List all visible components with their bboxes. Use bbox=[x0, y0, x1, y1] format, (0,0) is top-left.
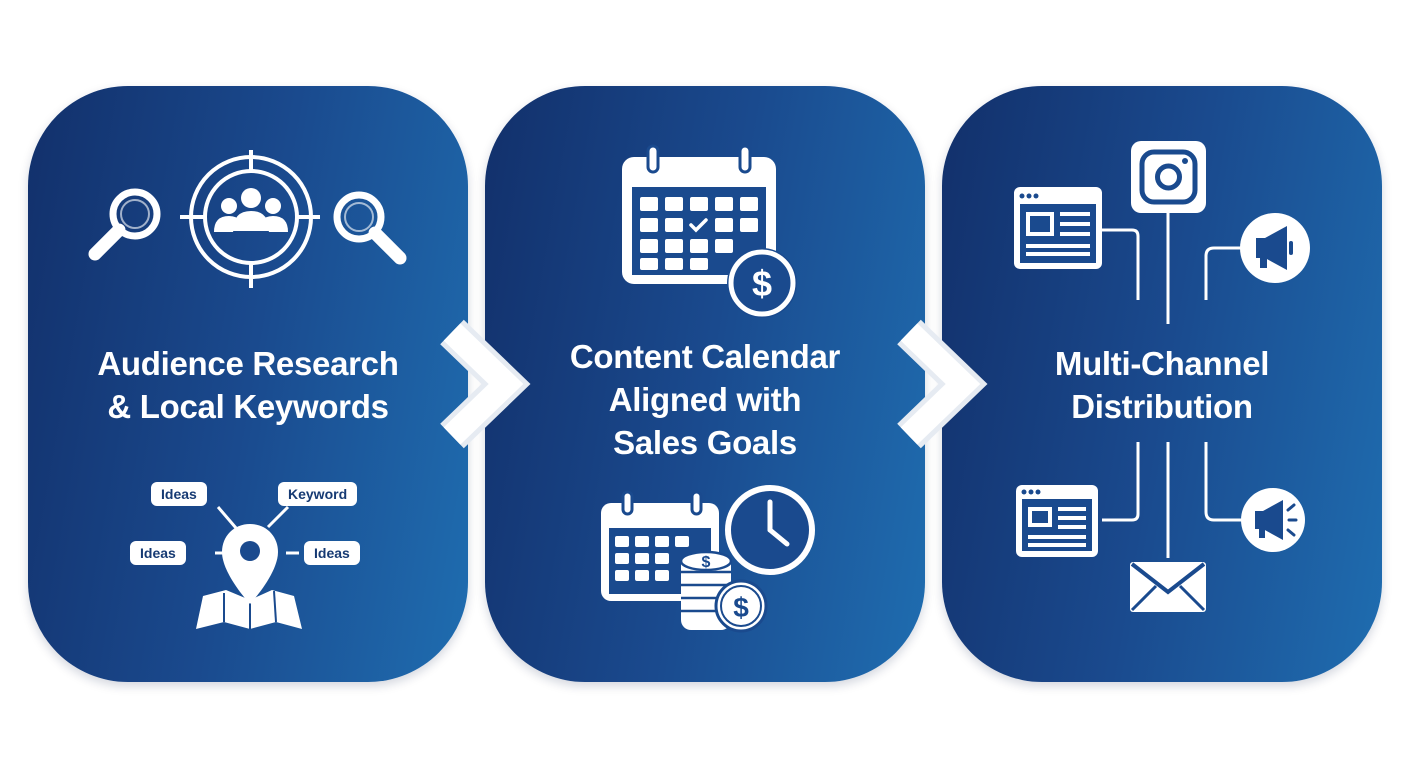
step-title-line: Distribution bbox=[1071, 388, 1253, 425]
browser-window-icon bbox=[1014, 187, 1102, 269]
step-title-line: Aligned with bbox=[608, 381, 802, 418]
dollar-coin-icon: $ bbox=[727, 248, 797, 318]
instagram-icon bbox=[1131, 141, 1206, 213]
step-title-line: Audience Research bbox=[97, 345, 399, 382]
magnifier-icon bbox=[333, 191, 407, 265]
step-card-content-calendar: $ bbox=[485, 86, 925, 682]
channel-connectors bbox=[1102, 212, 1247, 558]
keyword-bubble: Keyword bbox=[278, 482, 358, 506]
keyword-bubble: Ideas bbox=[130, 541, 186, 565]
clock-icon bbox=[725, 485, 815, 575]
keyword-bubble: Ideas bbox=[304, 541, 360, 565]
step-title: Content Calendar Aligned with Sales Goal… bbox=[485, 335, 925, 464]
step-title-line: & Local Keywords bbox=[107, 388, 389, 425]
magnifier-icon bbox=[88, 188, 161, 261]
svg-text:$: $ bbox=[752, 263, 772, 304]
step-card-audience-research: Ideas Keyword Ideas Ideas Audience Resea… bbox=[28, 86, 468, 682]
browser-window-icon bbox=[1016, 485, 1098, 557]
step-title: Multi-Channel Distribution bbox=[942, 342, 1382, 428]
svg-text:$: $ bbox=[733, 592, 749, 623]
step-title-line: Content Calendar bbox=[569, 338, 841, 375]
step3-icons bbox=[1014, 141, 1310, 612]
target-audience-icon bbox=[180, 150, 320, 288]
calendar-check-icon bbox=[622, 144, 776, 284]
coin-stack-icon: $ $ bbox=[679, 550, 768, 633]
chevron-right-icon bbox=[440, 319, 531, 449]
step2-icons: $ bbox=[601, 144, 815, 633]
step-title-line: Multi-Channel bbox=[1054, 345, 1270, 382]
step-card-multi-channel: Multi-Channel Distribution bbox=[942, 86, 1382, 682]
step-title: Audience Research & Local Keywords bbox=[28, 342, 468, 428]
chevron-right-icon bbox=[897, 319, 988, 449]
map-pin-icon bbox=[196, 505, 302, 629]
megaphone-icon bbox=[1241, 488, 1305, 552]
svg-text:$: $ bbox=[702, 554, 711, 571]
keyword-bubble: Ideas bbox=[151, 482, 207, 506]
megaphone-icon bbox=[1240, 213, 1310, 283]
step-title-line: Sales Goals bbox=[613, 424, 797, 461]
envelope-icon bbox=[1130, 562, 1206, 612]
step1-icons bbox=[88, 150, 407, 629]
